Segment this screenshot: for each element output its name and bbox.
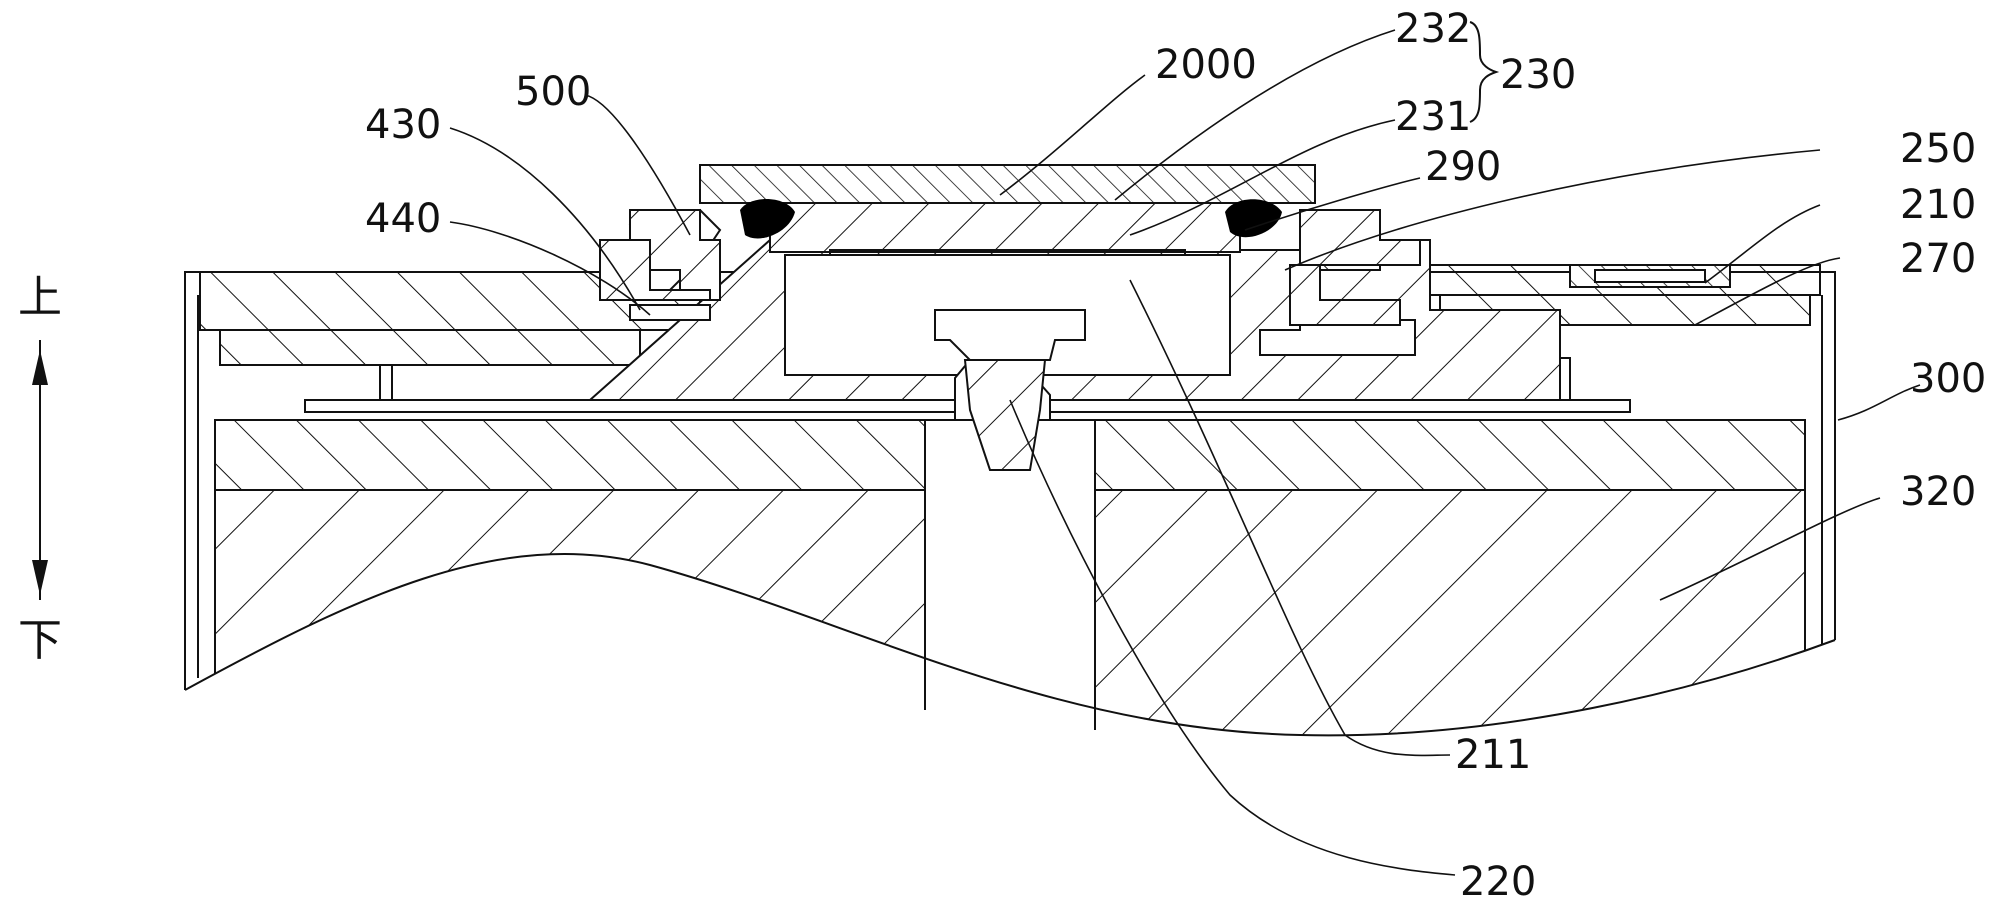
upper-plate-left — [199, 271, 701, 366]
label-320: 320 — [1900, 469, 1976, 515]
label-231: 231 — [1395, 94, 1471, 140]
arrow-up-icon — [32, 350, 48, 385]
direction-up-label: 上 — [18, 272, 62, 323]
label-440: 440 — [365, 196, 441, 242]
side-structure-left — [599, 209, 721, 321]
label-300: 300 — [1910, 356, 1986, 402]
label-250: 250 — [1900, 126, 1976, 172]
arrow-down-icon — [32, 560, 48, 595]
reference-labels: 2000 232 230 231 290 250 210 270 300 320… — [365, 6, 1986, 905]
label-211: 211 — [1455, 732, 1531, 778]
protrusion-211 — [934, 309, 1086, 471]
wave-break-line — [184, 553, 1836, 737]
label-220: 220 — [1460, 859, 1536, 905]
label-230: 230 — [1500, 52, 1576, 98]
label-2000: 2000 — [1155, 42, 1257, 88]
label-210: 210 — [1900, 182, 1976, 228]
label-270: 270 — [1900, 236, 1976, 282]
cover-glass — [699, 164, 1316, 204]
label-500: 500 — [515, 69, 591, 115]
direction-indicator: 上 下 — [18, 272, 62, 666]
adhesive-bead-left — [740, 198, 795, 239]
window-base-231 — [769, 199, 1241, 253]
leader-lines — [449, 21, 1921, 876]
label-232: 232 — [1395, 6, 1471, 52]
adhesive-bead-right — [1225, 199, 1282, 238]
label-430: 430 — [365, 102, 441, 148]
label-290: 290 — [1425, 144, 1501, 190]
direction-down-label: 下 — [18, 615, 62, 666]
